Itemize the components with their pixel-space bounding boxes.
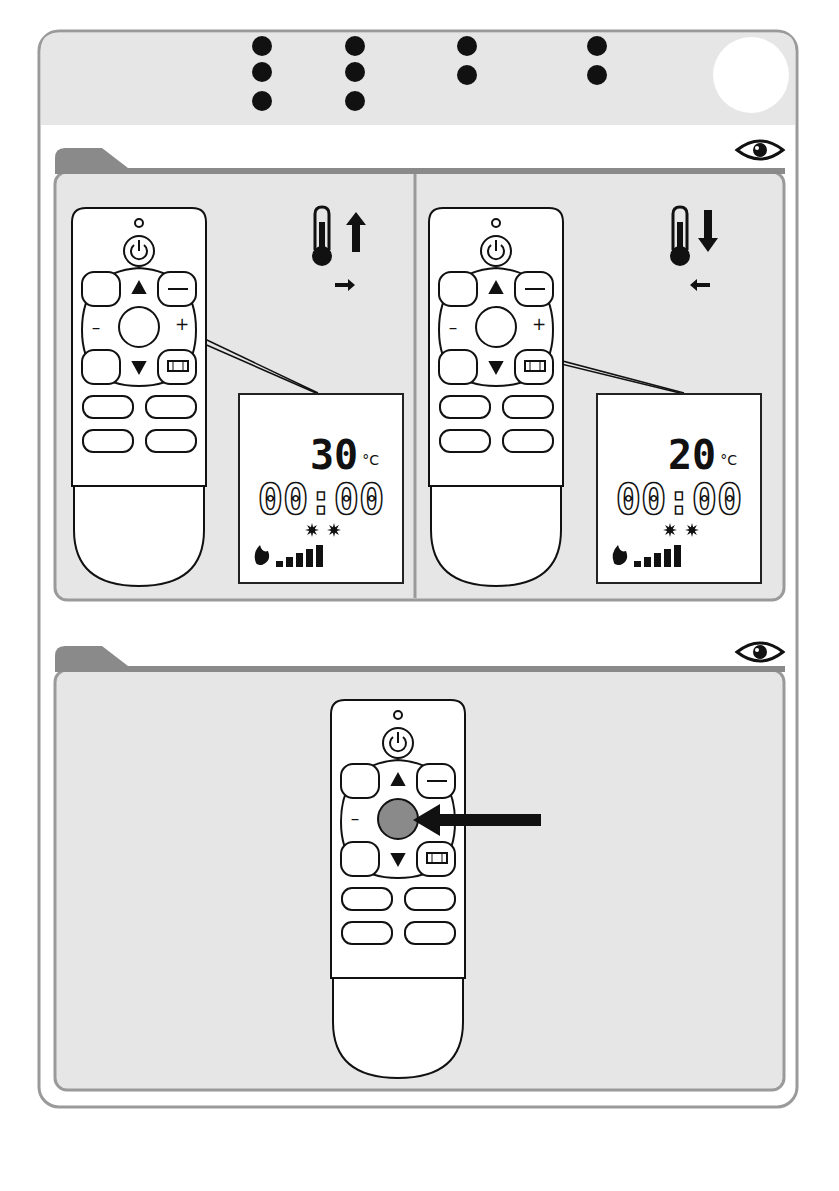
temperature-value: 30 (310, 435, 358, 475)
timer-value: 00:00 (616, 479, 742, 521)
remote-control (429, 208, 563, 586)
button-sign: – (92, 319, 101, 336)
timer-value: 00:00 (258, 479, 384, 521)
lcd-display: 30 °C 00:00 (238, 393, 404, 584)
button-sign: + (532, 316, 546, 333)
remote-control (72, 208, 206, 586)
button-sign: + (175, 316, 189, 333)
lcd-display: 20 °C 00:00 (596, 393, 762, 584)
temperature-unit: °C (720, 453, 737, 467)
button-sign: – (351, 810, 360, 827)
button-sign: – (449, 319, 458, 336)
temperature-value: 20 (668, 435, 716, 475)
temperature-unit: °C (362, 453, 379, 467)
remote-control (331, 700, 465, 1078)
